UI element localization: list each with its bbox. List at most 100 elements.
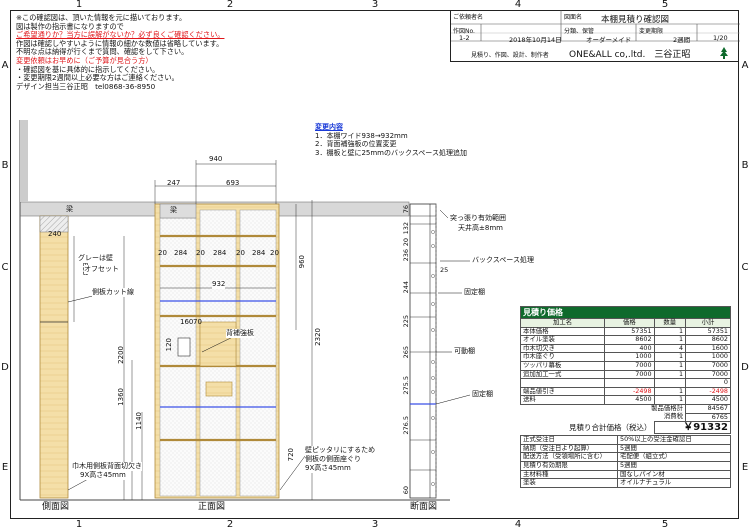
beam-label-1: 梁 [66, 205, 73, 213]
sec-275-5: 275.5 [402, 376, 410, 395]
drawing-frame [10, 10, 739, 519]
dim-284-a: 284 [174, 249, 188, 257]
tax-value: 6765 [685, 412, 731, 423]
row-name: ツッパリ幕板 [519, 360, 606, 371]
company-logo-icon [720, 47, 728, 59]
section-view-title: 断面図 [410, 502, 438, 512]
note-line-7: ・確認図を基に具体的に指示してください。 [16, 64, 160, 74]
subtotal-value: 84567 [685, 403, 731, 414]
dim-693: 693 [226, 179, 240, 187]
dim-160: 160 [180, 318, 194, 326]
label-backspace: バックスペース処理 [472, 256, 534, 265]
dim-120: 120 [165, 338, 173, 352]
change-log: 変更内容 1．本棚ワイド938→932mm 2．背面補強板の位置変更 3．棚板と… [315, 123, 467, 157]
sec-225: 225 [402, 315, 410, 328]
category: オーダーメイド [586, 36, 632, 44]
zone-row-a: A [1, 60, 9, 71]
dim-1360: 1360 [117, 388, 125, 406]
note-line-5: 不明な点は納得が行くまで質問、確認をして下さい。 [16, 47, 189, 57]
zone-col-1b: 1 [75, 519, 83, 530]
row-price: 4500 [604, 395, 655, 405]
dim-284-c: 284 [252, 249, 266, 257]
dim-2320: 2320 [314, 328, 322, 346]
change-2: 2．背面補強板の位置変更 [315, 140, 397, 148]
zone-col-4b: 4 [514, 519, 522, 530]
row-name: オイル塗装 [519, 335, 606, 345]
row-price: 8602 [604, 335, 655, 345]
tax-label: 消費税 [663, 412, 684, 421]
change-1: 1．本棚ワイド938→932mm [315, 131, 408, 140]
maker-label: 見積り、作図、設計、制作者 [471, 52, 549, 59]
title-block-grid [451, 10, 740, 42]
label-brace: 突っ張り有効範囲 [450, 214, 506, 223]
info-key: 塗装 [520, 478, 618, 488]
sec-244: 244 [402, 281, 410, 294]
label-offset: オフセット [84, 265, 119, 274]
sheet-label: 作図No. [453, 28, 475, 35]
table-row: 0 [519, 378, 731, 388]
zone-row-e: E [1, 462, 9, 473]
label-skirting-1: 巾木用側板背面切欠き [72, 462, 142, 471]
label-wallfit-1: 壁ピッタリにするため [305, 446, 376, 455]
label-ceiling: 天井高±8mm [458, 224, 503, 233]
sec-132: 132 [402, 222, 410, 235]
drawing-name-label: 図面名 [564, 14, 583, 21]
customer-label: ご依頼者名 [453, 14, 484, 21]
row-qty [653, 378, 687, 388]
beam-label-2: 梁 [170, 206, 177, 214]
note-line-1: ※この確認図は、頂いた情報を元に描いております。 [16, 13, 187, 22]
dim-20-c: 20 [236, 249, 245, 257]
estimate-title: 見積り価格 [520, 306, 731, 319]
zone-row-b-r: B [741, 160, 749, 171]
zone-col-3b: 3 [371, 519, 379, 530]
row-sub: 8602 [685, 335, 731, 345]
dim-20-a: 20 [158, 249, 167, 257]
sec-76: 76 [402, 205, 410, 214]
note-line-8: ・変更期限2週間以上必要な方はご連絡ください。 [16, 73, 179, 83]
scale: 1/20 [713, 34, 728, 42]
note-line-9: デザイン担当三谷正昭 tel0868-36-8950 [16, 81, 156, 91]
zone-row-e-r: E [741, 462, 749, 473]
label-fixed-2: 固定棚 [472, 390, 493, 399]
period-label: 変更期限 [639, 28, 664, 35]
subtotal-label: 製品価格計 [651, 404, 684, 413]
row-sub: 0 [685, 378, 731, 388]
dim-240: 240 [48, 230, 62, 238]
sec-60: 60 [402, 486, 410, 495]
info-key: 正式受注日 [520, 435, 618, 445]
category-label: 分類、保管 [564, 28, 595, 35]
info-value: 50%以上の受注金確認日 [617, 435, 731, 445]
note-line-4: 作図は確認しやすいように情報の細かな数値は省略しています。 [16, 38, 224, 48]
label-skirting-2: 9X高さ45mm [80, 471, 126, 480]
row-qty: 1 [653, 335, 687, 345]
dim-70: 70 [193, 318, 202, 326]
dim-20-d: 20 [270, 249, 279, 257]
row-qty: 1 [653, 369, 687, 380]
col-header-sub: 小計 [685, 318, 731, 328]
zone-row-b: B [1, 160, 9, 171]
note-line-3: ご希望通りか？当方に誤解がないか？必ず良くご確認ください。 [16, 30, 225, 40]
instruction-notes: ※この確認図は、頂いた情報を元に描いております。 図は製作の指示書になりますので… [16, 13, 225, 91]
row-qty: 1 [653, 360, 687, 371]
zone-row-c: C [1, 262, 9, 273]
front-view-title: 正面図 [198, 502, 226, 512]
maker: ONE&ALL co,.ltd. 三谷正昭 [569, 50, 691, 60]
zone-row-d: D [1, 362, 9, 373]
zone-col-4: 4 [514, 0, 522, 10]
zone-row-d-r: D [741, 362, 749, 373]
zone-col-3: 3 [371, 0, 379, 10]
row-price [604, 378, 655, 388]
sec-265: 265 [402, 346, 410, 359]
dim-720: 720 [287, 448, 295, 462]
dim-284-b: 284 [213, 249, 227, 257]
info-value: オイルナチュラル [617, 478, 731, 488]
note-line-6: 変更依頼はお早めに（ご予算が見合う方） [16, 55, 153, 65]
zone-col-5: 5 [661, 0, 669, 10]
label-wallfit-3: 9X高さ45mm [305, 464, 351, 473]
